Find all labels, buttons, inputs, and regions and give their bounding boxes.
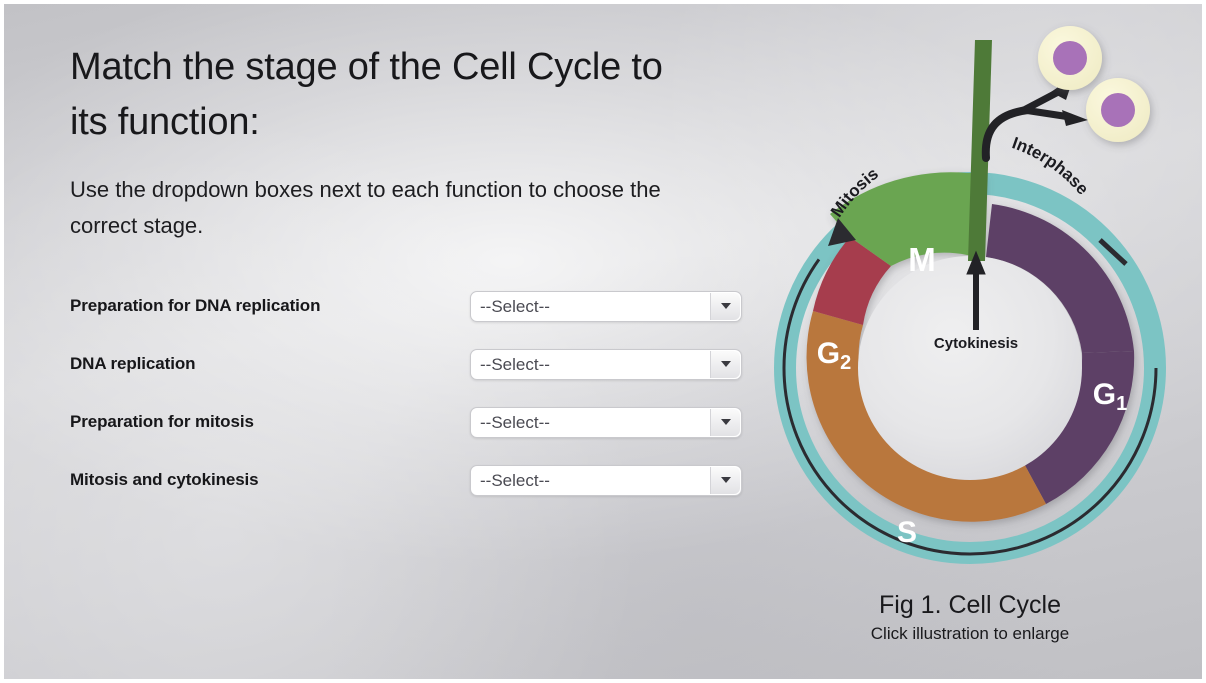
cell-cycle-diagram[interactable]: Mitosis Interphase Cytokinesis M G2 S G1	[770, 18, 1190, 598]
nucleus	[1053, 41, 1087, 75]
function-label-3: Mitosis and cytokinesis	[70, 470, 259, 489]
cell-cycle-figure[interactable]: Mitosis Interphase Cytokinesis M G2 S G1…	[770, 18, 1190, 658]
stage-select-0-value: --Select--	[480, 296, 550, 316]
chevron-down-icon[interactable]	[710, 466, 740, 494]
cytokinesis-wedge	[968, 40, 992, 261]
nucleus	[1101, 93, 1135, 127]
segment-G1	[1021, 351, 1135, 504]
caret-glyph	[720, 303, 731, 309]
label-S: S	[897, 516, 917, 549]
segment-M	[830, 172, 967, 266]
daughter-cell-1	[1038, 26, 1102, 90]
caption-title: Fig 1. Cell Cycle	[879, 591, 1061, 619]
stage-select-2-value: --Select--	[480, 412, 550, 432]
caret-glyph	[720, 477, 731, 483]
donut-hole	[858, 256, 1082, 480]
segment-G2	[813, 237, 891, 325]
daughter-cell-2	[1086, 78, 1150, 142]
cycle-direction-line	[782, 180, 1158, 556]
stage-select-0[interactable]: --Select--	[470, 290, 742, 322]
matching-form: Preparation for DNA replication --Select…	[70, 277, 760, 509]
figure-caption: Fig 1. Cell Cycle Click illustration to …	[770, 590, 1170, 644]
stage-select-2[interactable]: --Select--	[470, 406, 742, 438]
text-column: Match the stage of the Cell Cycle to its…	[70, 40, 760, 265]
label-cytokinesis: Cytokinesis	[934, 335, 1018, 352]
caret-glyph	[720, 361, 731, 367]
stage-select-1-value: --Select--	[480, 354, 550, 374]
form-row: Preparation for mitosis --Select--	[70, 393, 760, 451]
arrowhead-lower	[1062, 110, 1088, 126]
chevron-down-icon[interactable]	[710, 350, 740, 378]
function-label-0: Preparation for DNA replication	[70, 296, 321, 315]
instructions-text: Use the dropdown boxes next to each func…	[70, 177, 661, 238]
chevron-down-icon[interactable]	[710, 292, 740, 320]
stage-select-3[interactable]: --Select--	[470, 464, 742, 496]
form-row: DNA replication --Select--	[70, 335, 760, 393]
chevron-down-icon[interactable]	[710, 408, 740, 436]
cytokinesis-arrow	[966, 250, 986, 330]
stage-select-3-value: --Select--	[480, 470, 550, 490]
label-M: M	[908, 241, 936, 278]
form-row: Preparation for DNA replication --Select…	[70, 277, 760, 335]
caret-glyph	[720, 419, 731, 425]
cycle-arrowhead	[828, 218, 856, 246]
segment-G1-top	[986, 204, 1134, 353]
interphase-arrow	[1098, 238, 1128, 266]
page-title: Match the stage of the Cell Cycle to its…	[70, 46, 663, 144]
caption-subtitle[interactable]: Click illustration to enlarge	[870, 624, 1070, 643]
division-arrow	[981, 106, 1032, 162]
form-row: Mitosis and cytokinesis --Select--	[70, 451, 760, 509]
function-label-1: DNA replication	[70, 354, 196, 373]
function-label-2: Preparation for mitosis	[70, 412, 254, 431]
stage-select-1[interactable]: --Select--	[470, 348, 742, 380]
